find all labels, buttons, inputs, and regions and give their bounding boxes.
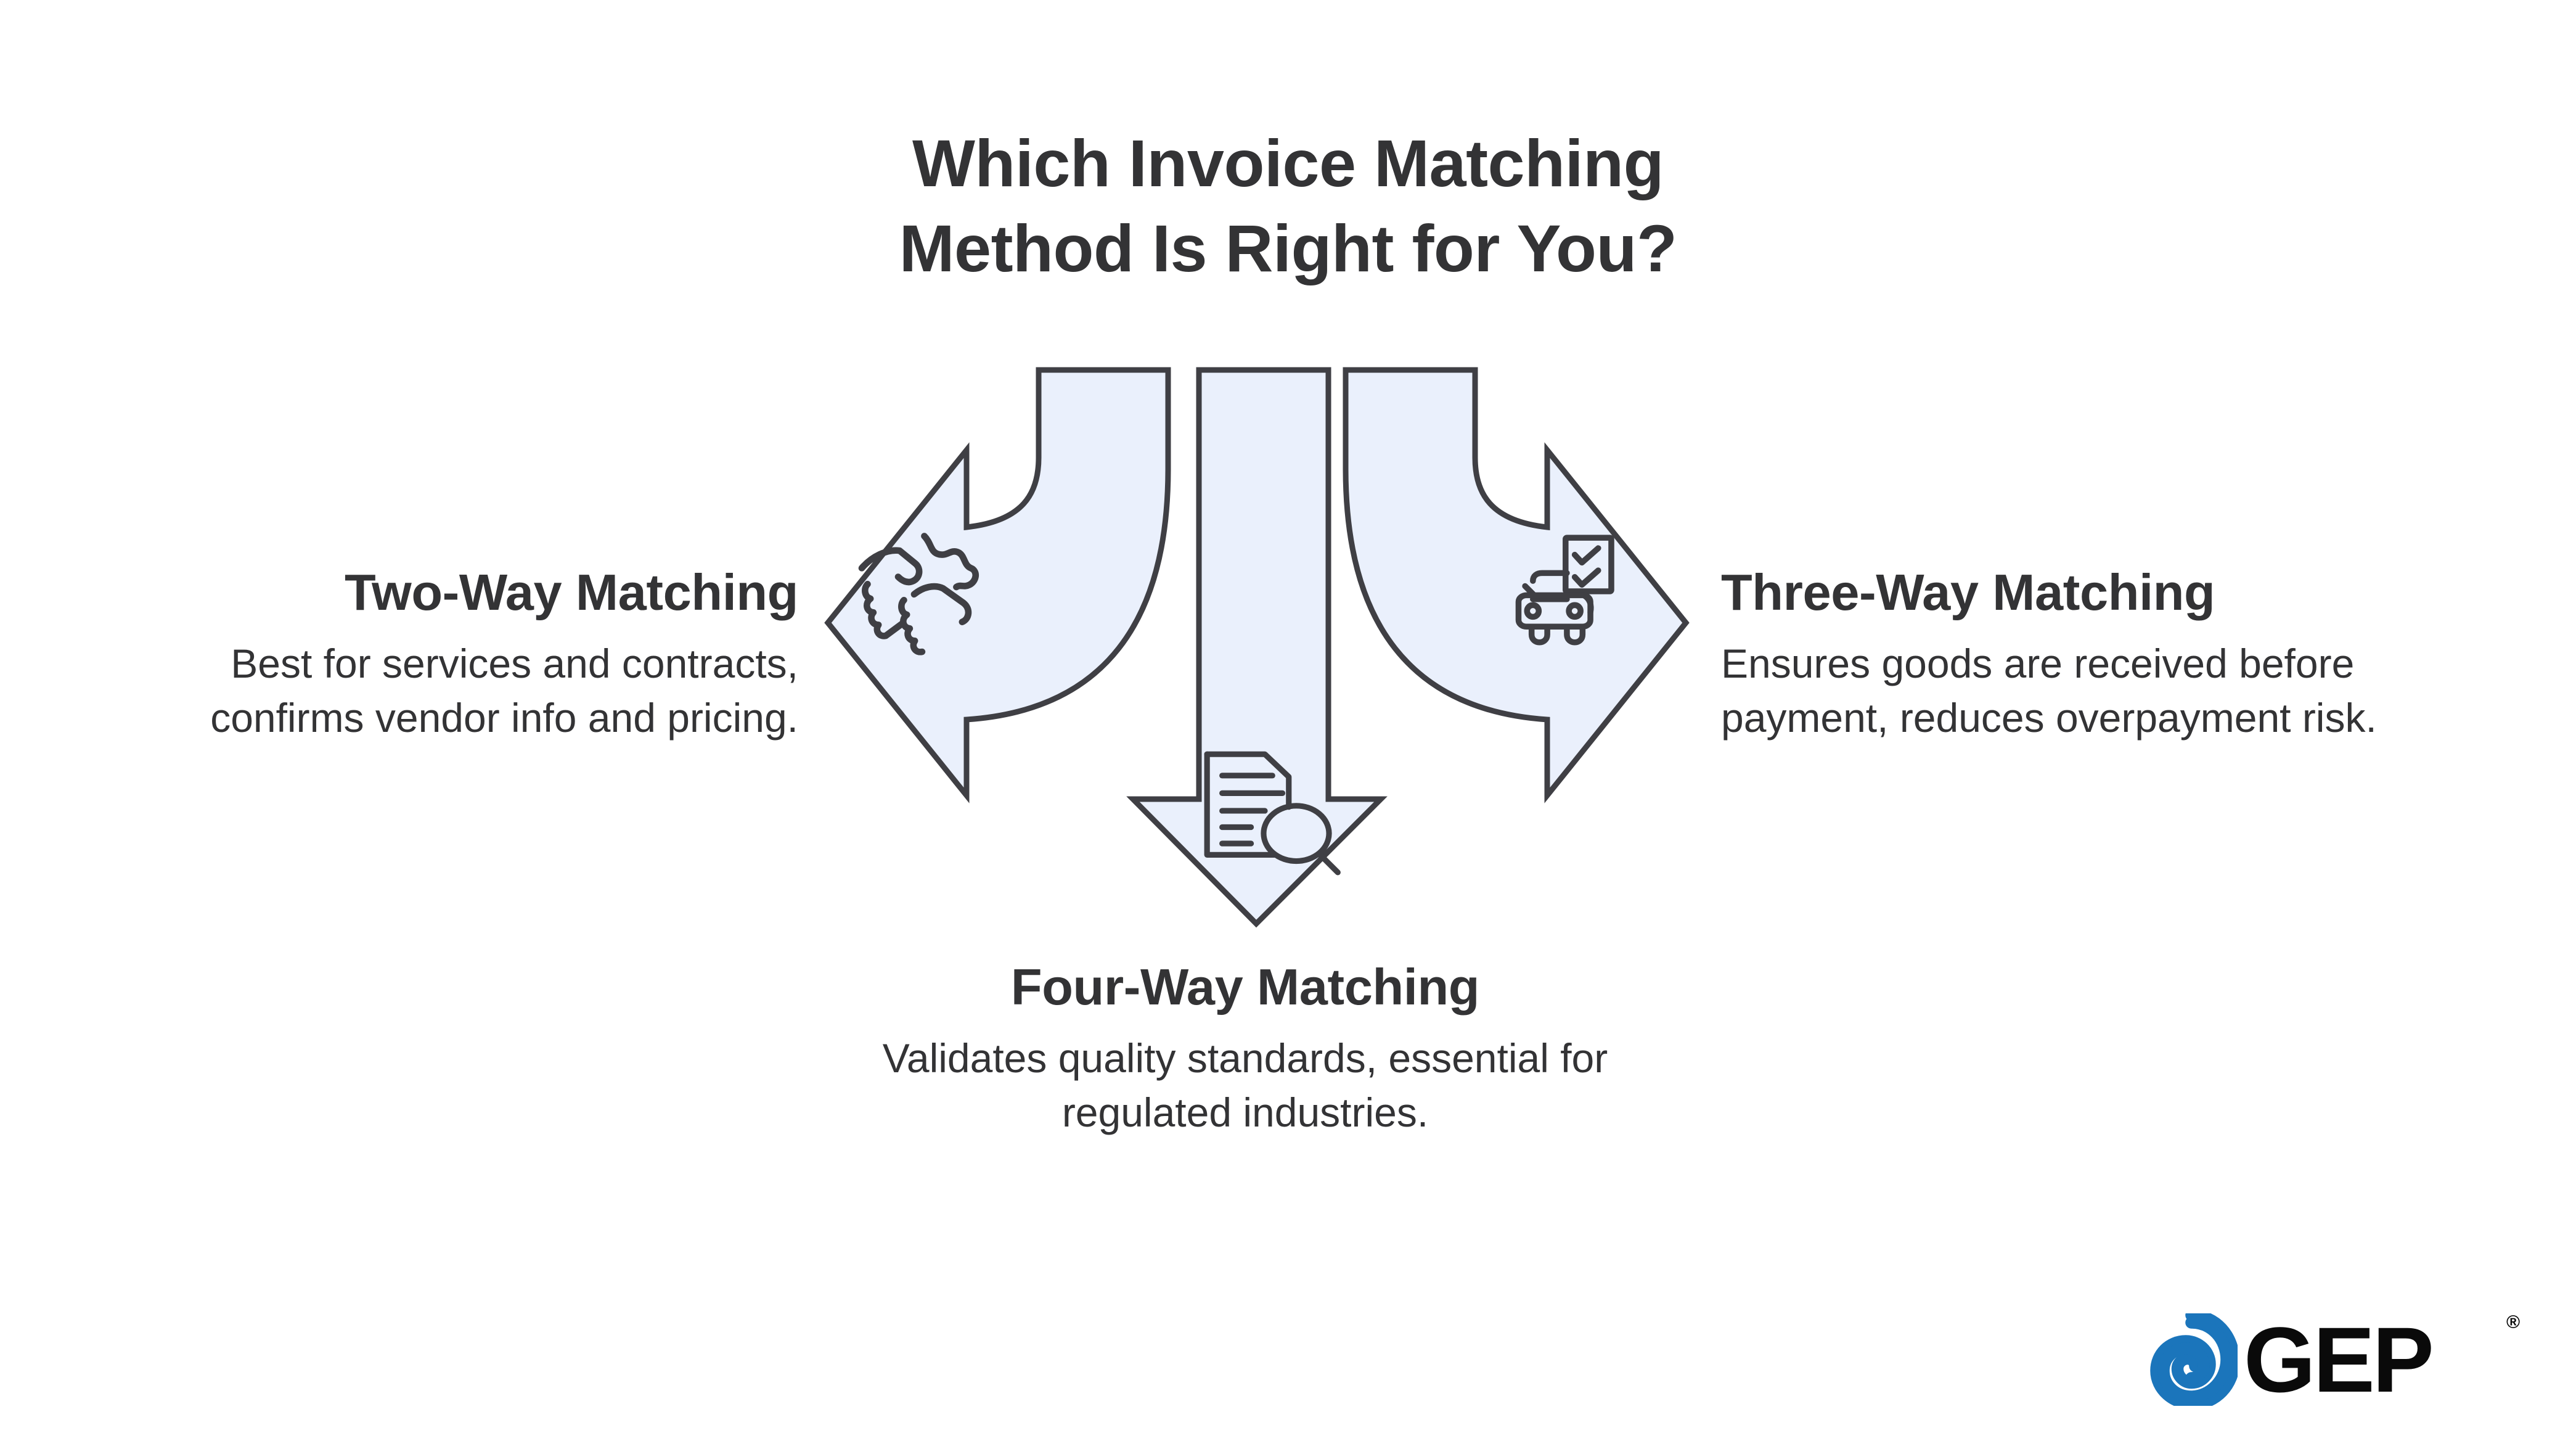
handshake-icon xyxy=(858,533,979,655)
delivery-truck-checklist-icon xyxy=(1515,535,1614,646)
arrow-two-way xyxy=(824,367,1171,803)
branch-two-way: Two-Way Matching Best for services and c… xyxy=(136,564,798,745)
arrow-two-way-shape xyxy=(824,367,1171,803)
branch-three-way: Three-Way Matching Ensures goods are rec… xyxy=(1721,564,2405,745)
gep-spiral-icon xyxy=(2150,1313,2238,1406)
page-title: Which Invoice Matching Method Is Right f… xyxy=(0,121,2576,291)
gep-logo: GEP xyxy=(2145,1307,2515,1412)
page-title-line-1: Which Invoice Matching xyxy=(912,126,1664,200)
branch-two-way-heading: Two-Way Matching xyxy=(345,564,798,621)
branch-three-way-body: Ensures goods are received before paymen… xyxy=(1721,640,2377,741)
branch-four-way: Four-Way Matching Validates quality stan… xyxy=(881,958,1609,1140)
branch-four-way-body: Validates quality standards, essential f… xyxy=(882,1035,1608,1136)
page-title-line-2: Method Is Right for You? xyxy=(899,211,1677,286)
arrow-three-way-shape xyxy=(1343,367,1690,803)
arrow-four-way xyxy=(1126,367,1388,928)
gep-registered-mark: ® xyxy=(2506,1312,2521,1332)
arrow-four-way-shape xyxy=(1126,367,1388,928)
branch-four-way-heading: Four-Way Matching xyxy=(1010,958,1480,1016)
branch-three-way-heading: Three-Way Matching xyxy=(1721,564,2215,621)
document-search-icon xyxy=(1204,751,1341,876)
gep-wordmark: GEP xyxy=(2244,1308,2434,1411)
branch-two-way-body: Best for services and contracts, confirm… xyxy=(210,640,798,741)
arrow-three-way xyxy=(1343,367,1690,803)
